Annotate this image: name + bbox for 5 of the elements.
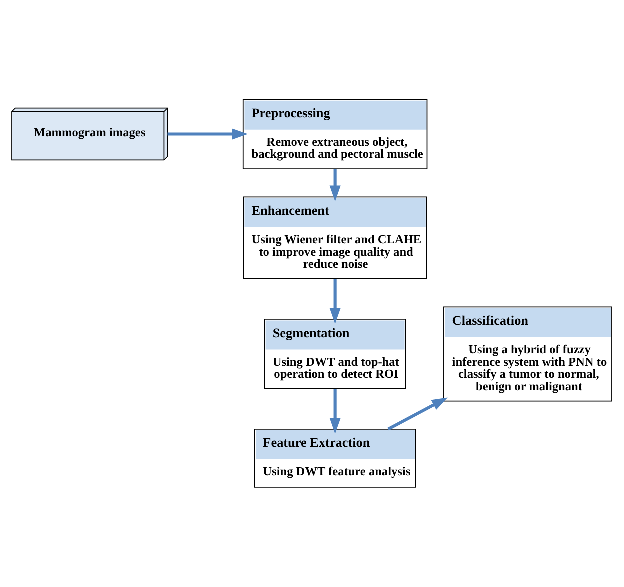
arrow (330, 169, 341, 202)
arrow (388, 398, 448, 431)
arrow (168, 128, 248, 140)
arrow (330, 389, 341, 434)
arrow (330, 279, 341, 324)
